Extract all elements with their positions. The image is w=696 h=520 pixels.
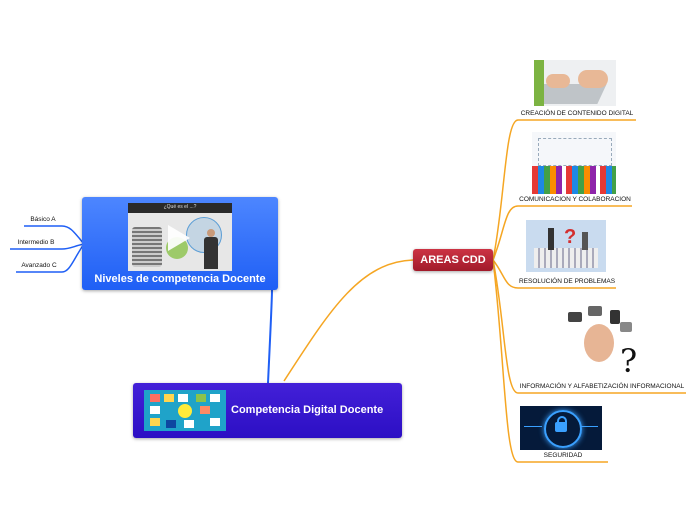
app-tile [164,394,174,402]
circuit-lines [580,426,598,427]
branch-creacion [492,119,636,261]
branch-informacion [492,259,686,394]
leaf-resolucion[interactable]: RESOLUCIÓN DE PROBLEMAS [518,278,616,285]
leaf-comunicacion[interactable]: COMUNICACION Y COLABORACION [519,196,631,203]
branch-intermedio [10,243,85,250]
app-tile [150,394,160,402]
padlock-icon [555,422,567,432]
video-title-bar [128,203,232,213]
branch-avanzado [16,243,85,273]
app-tile [210,394,220,402]
branch-central-niveles [267,289,273,384]
app-tile [184,420,194,428]
circuit-ring [544,410,582,448]
notebook-spiral [132,227,162,267]
video-caption: ¿Qué es el ...? [163,204,197,210]
branch-seguridad [492,259,608,463]
hand-shape [578,70,608,88]
informacion-thumbnail: ? [566,306,642,378]
green-accent [534,60,544,106]
circuit-lines [524,426,542,427]
leaf-seguridad[interactable]: SEGURIDAD [543,452,583,459]
play-icon[interactable] [168,225,190,251]
comunicacion-thumbnail [532,132,616,194]
areas-node[interactable]: AREAS CDD [413,249,493,271]
hand-shape [546,74,570,88]
leaf-informacion[interactable]: INFORMACIÓN Y ALFABETIZACIÓN INFORMACION… [519,383,685,390]
branch-central-areas [283,259,414,382]
presenter-figure [204,229,218,269]
maze-floor [534,248,598,268]
video-thumbnail[interactable]: ¿Qué es el ...? [128,203,232,271]
app-tile [196,394,206,402]
question-mark-icon: ? [564,226,577,248]
question-mark-icon: ? [620,342,638,378]
niveles-node[interactable]: ¿Qué es el ...? Niveles de competencia D… [82,197,278,290]
app-tile [178,394,188,402]
app-tile [200,406,210,414]
leaf-avanzado[interactable]: Avanzado C [21,262,57,269]
central-node[interactable]: Competencia Digital Docente [133,383,402,438]
branch-basico [24,225,85,245]
niveles-title: Niveles de competencia Docente [94,273,266,285]
branch-resolucion [492,259,616,289]
idea-circle [178,404,192,418]
leaf-intermedio[interactable]: Intermedio B [17,239,55,246]
central-title: Competencia Digital Docente [231,404,384,416]
padlock-shackle [557,416,567,424]
resolucion-thumbnail: ? [526,220,606,272]
gadget-icon [568,312,582,322]
app-tile [166,420,176,428]
app-tile [210,418,220,426]
app-tile [150,418,160,426]
people-row [532,166,616,194]
leaf-basico[interactable]: Básico A [30,216,56,223]
central-thumbnail [144,390,226,431]
app-tile [150,406,160,414]
face-figure [584,324,614,362]
seguridad-thumbnail [520,406,602,450]
gadget-icon [588,306,602,316]
gadget-icon [610,310,620,324]
creacion-thumbnail [534,60,616,106]
person-figure [548,228,554,250]
person-figure [582,232,588,250]
gadget-icon [620,322,632,332]
leaf-creacion[interactable]: CREACIÓN DE CONTENIDO DIGITAL [520,110,634,117]
branch-comunicacion [492,205,632,261]
network-lines [538,138,612,166]
